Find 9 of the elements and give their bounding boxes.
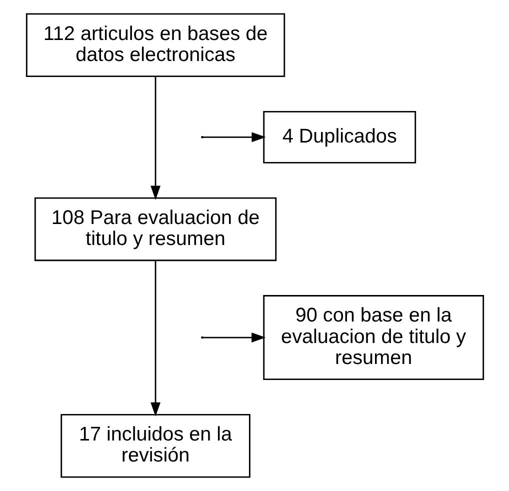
node-box: 90 con base en la evaluacion de titulo y resumen bbox=[262, 295, 484, 380]
node-box: 17 incluidos en la revisión bbox=[60, 414, 250, 478]
arrow bbox=[202, 132, 266, 142]
node-box: 108 Para evaluacion de titulo y resumen bbox=[34, 197, 276, 262]
arrow bbox=[150, 260, 160, 417]
arrow bbox=[150, 76, 160, 200]
node-box: 4 Duplicados bbox=[262, 110, 416, 164]
arrow bbox=[202, 332, 266, 342]
node-box: 112 articulos en bases de datos electronicas bbox=[25, 13, 285, 77]
